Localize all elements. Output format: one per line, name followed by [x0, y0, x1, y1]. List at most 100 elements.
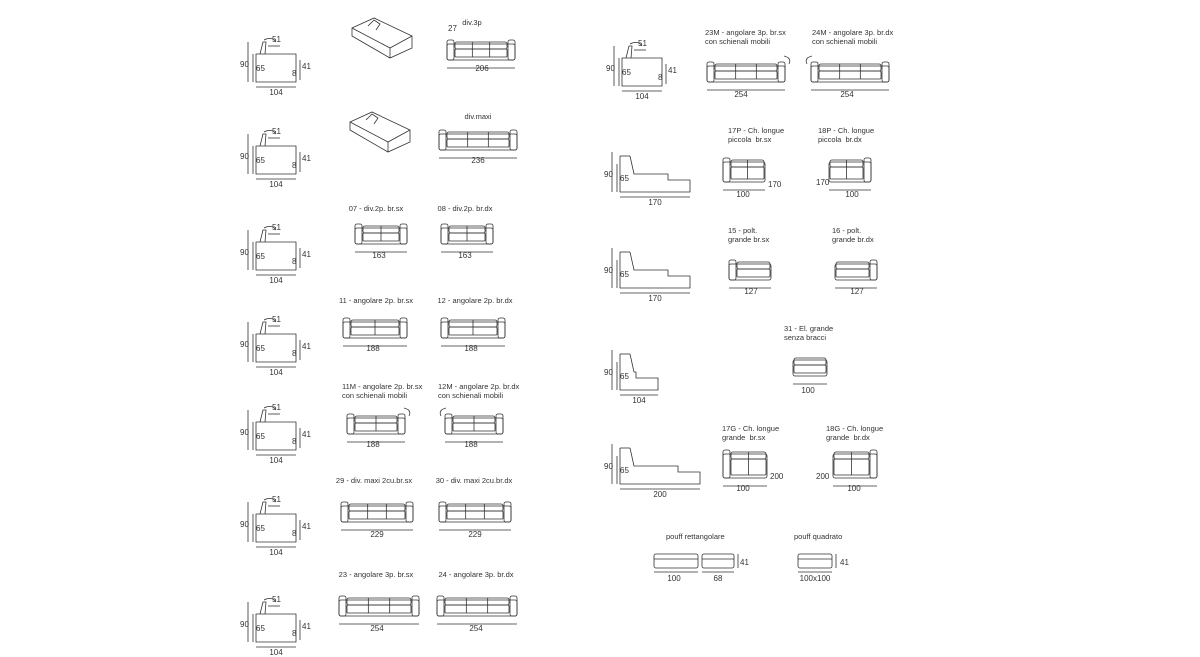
left-arm: [439, 130, 446, 150]
side-profile-standard: [612, 42, 682, 100]
sofa-29: [340, 500, 416, 536]
width-label-23m: 254: [734, 90, 748, 99]
sofa-base: [339, 600, 419, 616]
foot-dim-label: 8: [292, 629, 297, 638]
left-arm: [347, 414, 354, 434]
sofa-base: [833, 454, 877, 478]
recline-arc: [264, 318, 276, 322]
recline-arc: [630, 42, 642, 46]
pouff-rect-large: [654, 554, 698, 568]
width-dim-label: 200: [653, 490, 667, 499]
label-17g: 17G - Ch. longue grande br.sx: [722, 424, 780, 442]
sofa-base: [439, 506, 511, 522]
mobile-back-arrow: [440, 408, 446, 416]
sofa-31: [792, 354, 830, 390]
height-label-pouff-sq: 41: [840, 558, 849, 567]
pouff-rect-drawings: [652, 552, 752, 578]
seat-dim-label: 65: [256, 64, 265, 73]
left-arm: [441, 224, 448, 244]
width-dim-label: 104: [635, 92, 649, 101]
seat-cushions: [836, 269, 869, 277]
width-label-12m: 188: [464, 440, 478, 449]
label-18p: 18P - Ch. longue piccola br.dx: [818, 126, 875, 144]
width-label-div3p: 206: [475, 64, 489, 73]
seat-cushions: [447, 511, 503, 519]
right-arm: [412, 596, 419, 616]
recline-arc: [264, 226, 276, 230]
back-cushions: [794, 358, 826, 365]
label-17p: 17P - Ch. longue piccola br.sx: [728, 126, 785, 144]
backrest: [260, 410, 266, 422]
right-arm: [870, 450, 877, 478]
side-profile-standard: [246, 406, 316, 464]
back-cushions: [347, 598, 411, 605]
width-label-pouff-sq: 100x100: [799, 574, 831, 583]
side-profile-standard: [246, 498, 316, 556]
left-arm: [441, 318, 448, 338]
right-arm: [778, 62, 785, 82]
depth-dim-label: 51: [272, 223, 281, 232]
width-label-30: 229: [468, 530, 482, 539]
sofa-12m: [444, 412, 506, 448]
height-dim-label: 90: [240, 152, 249, 161]
label-11: 11 - angolare 2p. br.sx: [338, 296, 414, 305]
side-profile-standard: [246, 130, 316, 188]
height-label-pouff-rect: 41: [740, 558, 749, 567]
back-cushions: [445, 598, 509, 605]
foot-dim-label: 8: [292, 349, 297, 358]
label-23: 23 - angolare 3p. br.sx: [338, 570, 414, 579]
width-label-23: 254: [370, 624, 384, 633]
backrest: [260, 230, 266, 242]
sofa-17p: [722, 156, 768, 196]
sofa-base: [729, 264, 771, 280]
depth-label-17p: 170: [768, 180, 782, 189]
width-label-17g: 100: [736, 484, 750, 493]
seat-cushions: [794, 365, 826, 373]
label-31: 31 - El. grande senza bracci: [784, 324, 834, 342]
depth-label-18g: 200: [816, 472, 830, 481]
backrest: [260, 322, 266, 334]
sofa-08: [440, 222, 496, 258]
seat-dim-label: 65: [620, 372, 629, 381]
width-label-24m: 254: [840, 90, 854, 99]
label-23m: 23M - angolare 3p. br.sx con schienali m…: [705, 28, 786, 46]
right-arm: [870, 260, 877, 280]
back-cushions: [455, 42, 507, 49]
width-dim-label: 104: [269, 548, 283, 557]
label-08: 08 - div.2p. br.dx: [437, 204, 493, 213]
height-dim-label: 90: [240, 520, 249, 529]
back-cushions: [836, 262, 869, 269]
sofa-07: [354, 222, 410, 258]
sofa-perspective-edge: [352, 28, 412, 48]
side-profile-standard: [246, 226, 316, 284]
foot-dim-label: 8: [292, 161, 297, 170]
seat-cushions: [445, 605, 509, 613]
foot-dim-label: 8: [658, 73, 663, 82]
extra-dim-label: 27: [448, 24, 457, 33]
mobile-back-arrow: [404, 408, 410, 416]
right-arm: [406, 502, 413, 522]
arm-dim-label: 41: [302, 342, 311, 351]
sofa-24: [436, 594, 520, 630]
pouff-rect-small: [702, 554, 734, 568]
right-arm: [400, 318, 407, 338]
seat-dim-label: 65: [256, 344, 265, 353]
width-label-12: 188: [464, 344, 478, 353]
right-arm: [510, 596, 517, 616]
width-dim-label: 170: [648, 294, 662, 303]
sofa-base: [707, 66, 785, 82]
arm-dim-label: 41: [302, 62, 311, 71]
sofa-30: [438, 500, 514, 536]
label-pouff-sq: pouff quadrato: [794, 532, 843, 541]
seat-dim-label: 65: [620, 174, 629, 183]
foot-dim-label: 8: [292, 437, 297, 446]
sofa-18g: [832, 448, 880, 492]
width-dim-label: 104: [269, 368, 283, 377]
height-dim-label: 90: [606, 64, 615, 73]
seat-cushions: [455, 49, 507, 57]
seat-cushions: [447, 139, 509, 147]
sofa-base: [341, 506, 413, 522]
label-12m: 12M - angolare 2p. br.dx con schienali m…: [438, 382, 520, 400]
seat-dim-label: 65: [620, 270, 629, 279]
foot-dim-label: 8: [292, 69, 297, 78]
